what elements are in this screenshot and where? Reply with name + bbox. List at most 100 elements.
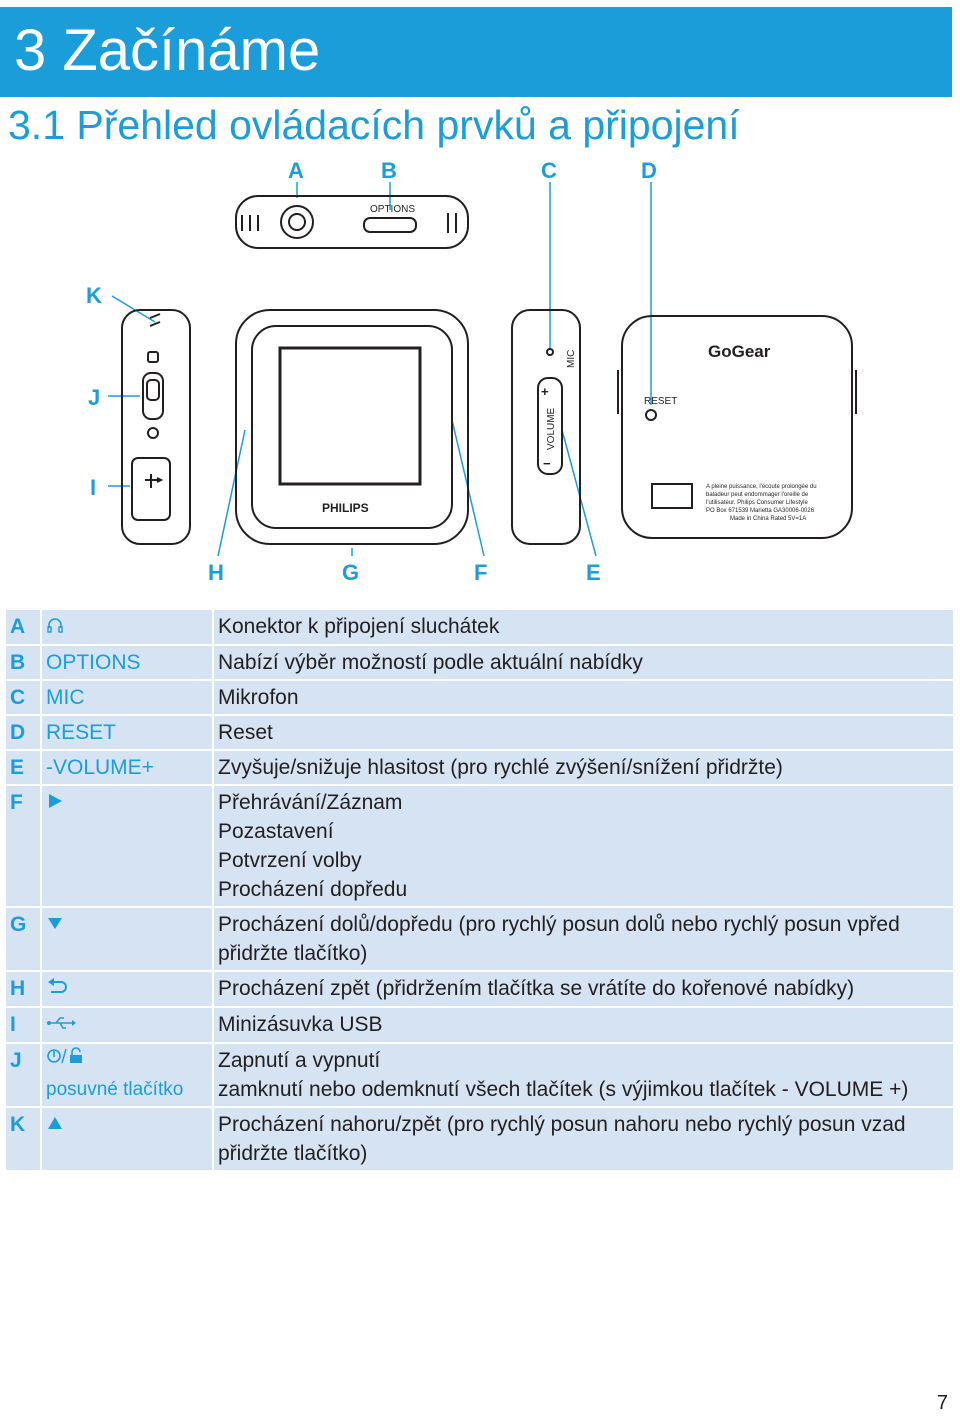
control-letter: J	[4, 1041, 42, 1109]
description-line: Přehrávání/Záznam	[218, 790, 403, 814]
headphones-icon	[46, 613, 64, 642]
reset-label: RESET	[644, 396, 677, 407]
description-line: Procházení nahoru/zpět (pro rychlý posun…	[218, 1113, 906, 1137]
control-description: Mikrofon	[212, 678, 955, 716]
control-row-k: K Procházení nahoru/zpět (pro rychlý posu…	[4, 1106, 955, 1173]
svg-text:−: −	[543, 456, 551, 471]
arrow-down-icon	[46, 911, 64, 940]
control-letter: H	[4, 969, 42, 1008]
back-text-3: l'utilisateur. Philips Consumer Lifestyl…	[706, 500, 809, 506]
logo-label: GoGear	[708, 342, 771, 361]
chapter-title: 3 Začínáme	[14, 18, 321, 83]
control-name: RESET	[40, 713, 214, 751]
section-title: 3.1 Přehled ovládacích prvků a připojení	[8, 102, 740, 148]
callout-f: F	[474, 560, 488, 585]
description-line: Procházení dopředu	[218, 877, 408, 901]
back-text-5: Made in China Rated 5V=1A	[730, 516, 806, 522]
control-name: posuvné tlačítko	[40, 1041, 214, 1109]
description-line: Minizásuvka USB	[218, 1012, 383, 1036]
control-name: MIC	[40, 678, 214, 716]
control-letter: I	[4, 1005, 42, 1044]
mic-label: MIC	[566, 350, 577, 368]
callout-e: E	[586, 560, 601, 585]
control-description: Procházení nahoru/zpět (pro rychlý posun…	[212, 1106, 955, 1173]
description-line: Procházení zpět (přidržením tlačítka se …	[218, 976, 855, 1000]
callout-j: J	[88, 385, 101, 410]
callout-d: D	[641, 158, 657, 183]
control-description: Reset	[212, 713, 955, 751]
description-line: Potvrzení volby	[218, 848, 362, 872]
control-row-g: G Procházení dolů/dopředu (pro rychlý pos…	[4, 905, 955, 972]
arrow-up-icon	[46, 1111, 64, 1140]
description-line: Zapnutí a vypnutí	[218, 1048, 381, 1072]
control-label: MIC	[46, 685, 85, 709]
brand-label: PHILIPS	[322, 501, 369, 515]
description-line: Konektor k připojení sluchátek	[218, 615, 500, 638]
description-line: Zvyšuje/snižuje hlasitost (pro rychlé zv…	[218, 755, 783, 779]
control-letter: G	[4, 905, 42, 972]
description-line: Mikrofon	[218, 685, 299, 709]
control-description: Procházení zpět (přidržením tlačítka se …	[212, 969, 955, 1008]
control-name	[40, 608, 214, 646]
usb-icon	[46, 1011, 76, 1040]
control-label: -VOLUME+	[46, 755, 154, 779]
description-line: Procházení dolů/dopředu (pro rychlý posu…	[218, 912, 900, 936]
control-letter: C	[4, 678, 42, 716]
callout-c: C	[541, 158, 557, 183]
control-description: Nabízí výběr možností podle aktuální nab…	[212, 643, 955, 681]
control-description: Minizásuvka USB	[212, 1005, 955, 1044]
chapter-header-bar: 3 Začínáme	[0, 7, 952, 97]
control-letter: E	[4, 748, 42, 786]
control-name: -VOLUME+	[40, 748, 214, 786]
control-label: RESET	[46, 720, 117, 744]
back-arrow-icon	[46, 975, 68, 1004]
callout-b: B	[381, 158, 397, 183]
callout-g: G	[342, 560, 360, 585]
control-row-i: I Minizásuvka USB	[4, 1005, 955, 1044]
description-line: přidržte tlačítko)	[218, 941, 368, 965]
description-line: zamknutí nebo odemknutí všech tlačítek (…	[218, 1077, 909, 1101]
description-line: Reset	[218, 720, 273, 744]
control-name: OPTIONS	[40, 643, 214, 681]
back-text-1: A pleine puissance, l'écoute prolongée d…	[706, 484, 817, 490]
control-letter: F	[4, 783, 42, 908]
options-label: OPTIONS	[370, 204, 415, 215]
control-name	[40, 905, 214, 972]
description-line: přidržte tlačítko)	[218, 1142, 368, 1166]
description-line: Nabízí výběr možností podle aktuální nab…	[218, 650, 643, 674]
svg-text:+: +	[541, 384, 549, 399]
page-number: 7	[936, 1392, 948, 1414]
control-name	[40, 783, 214, 908]
control-name	[40, 969, 214, 1008]
control-letter: A	[4, 608, 42, 646]
control-description: Procházení dolů/dopředu (pro rychlý posu…	[212, 905, 955, 972]
volume-label: VOLUME	[546, 407, 557, 450]
control-letter: B	[4, 643, 42, 681]
play-right-icon	[46, 789, 64, 818]
back-text-2: baladeur peut endommager l'oreille de	[706, 492, 809, 498]
control-label: OPTIONS	[46, 650, 141, 674]
control-row-h: H Procházení zpět (přidržením tlačítka se…	[4, 969, 955, 1008]
callout-h: H	[208, 560, 224, 585]
control-name	[40, 1005, 214, 1044]
callout-k: K	[86, 283, 102, 308]
control-name	[40, 1106, 214, 1173]
control-row-a: A Konektor k připojení sluchátek	[4, 608, 955, 646]
description-line: Pozastavení	[218, 819, 334, 843]
control-letter: D	[4, 713, 42, 751]
callout-i: I	[90, 475, 97, 500]
control-letter: K	[4, 1106, 42, 1173]
control-description: Konektor k připojení sluchátek	[212, 608, 955, 646]
control-label: posuvné tlačítko	[46, 1079, 184, 1101]
control-row-e: E-VOLUME+ Zvyšuje/snižuje hlasitost (pro …	[4, 748, 955, 786]
device-illustration: OPTIONS MIC VOLUME RESET PHILIPS GoGear …	[108, 182, 857, 557]
control-description: Zvyšuje/snižuje hlasitost (pro rychlé zv…	[212, 748, 955, 786]
